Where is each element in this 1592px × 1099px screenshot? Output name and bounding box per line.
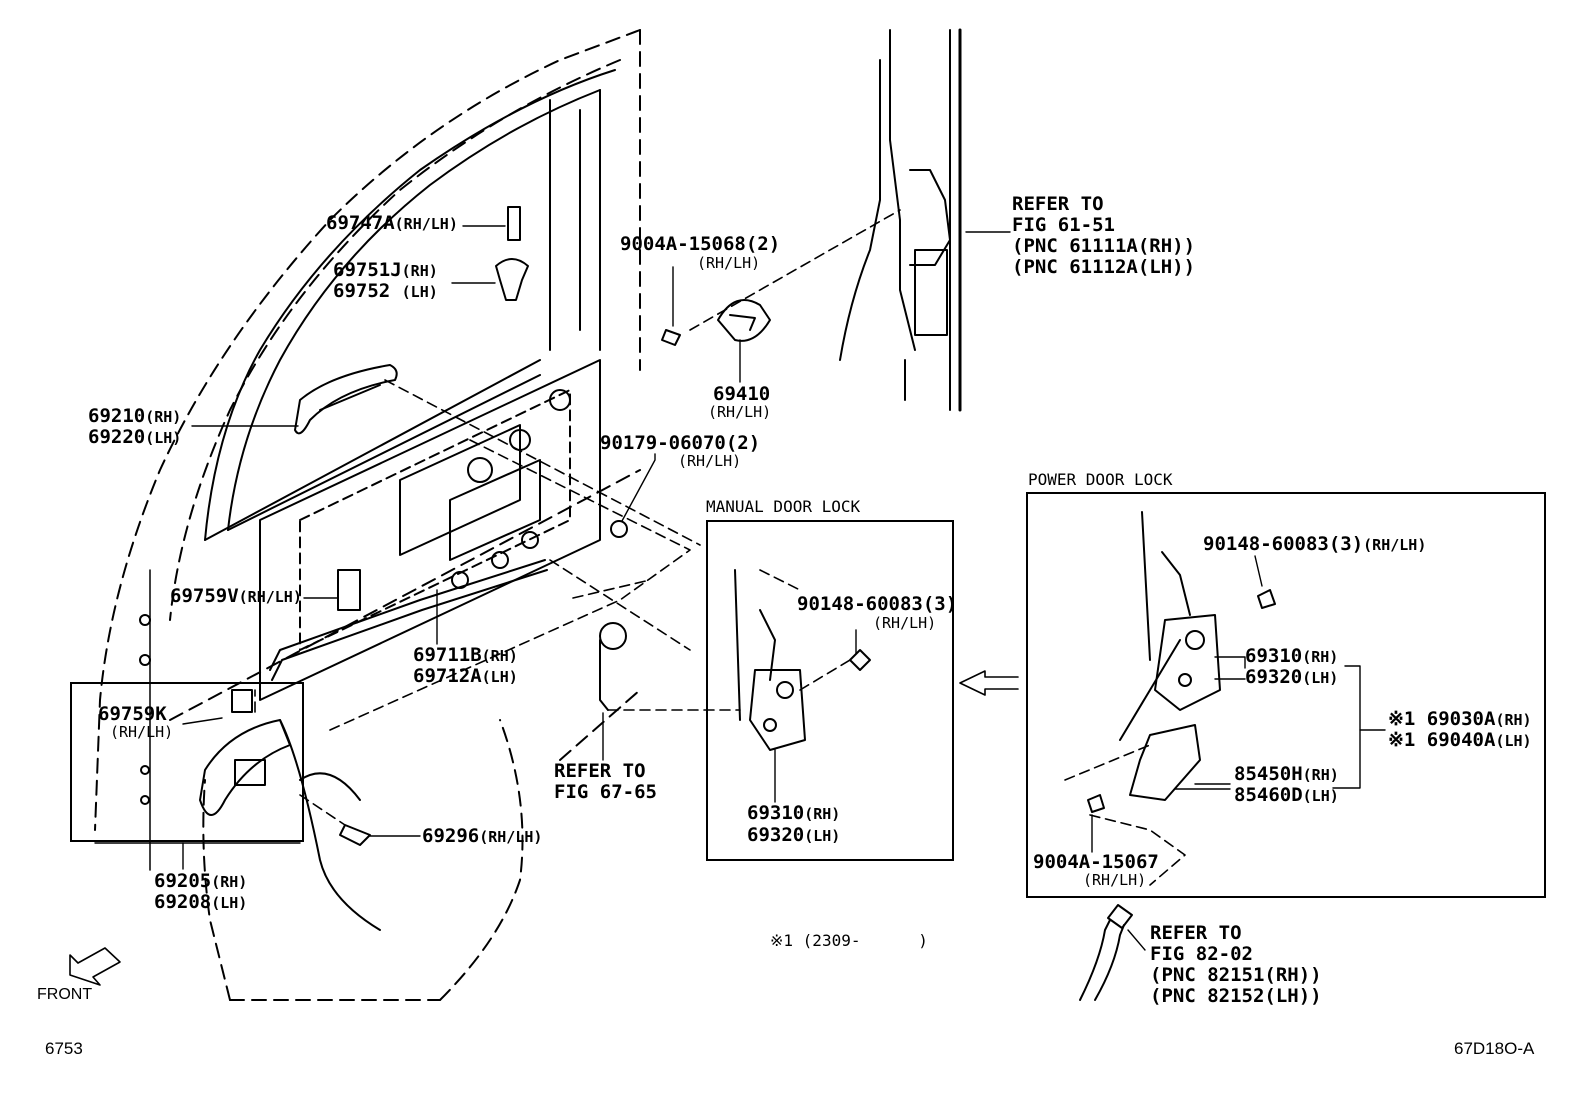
- part-69210[interactable]: 69210(RH): [88, 405, 182, 427]
- part-69208[interactable]: 69208(LH): [154, 891, 248, 913]
- part-69030A[interactable]: ※1 69030A(RH): [1388, 708, 1532, 730]
- part-9004A-15068[interactable]: 9004A-15068(2): [620, 233, 781, 255]
- refer-fig-67-65-line2[interactable]: FIG 67-65: [554, 781, 657, 803]
- assembly-lines: [254, 209, 1186, 886]
- figure-code: 67D18O-A: [1454, 1039, 1535, 1058]
- part-69410[interactable]: 69410: [713, 383, 771, 405]
- part-69310-power[interactable]: 69310(RH): [1245, 645, 1339, 667]
- transfer-arrow: [959, 670, 1019, 696]
- part-69747A[interactable]: 69747A(RH/LH): [326, 212, 458, 234]
- part-9004A-15067-qualifier: (RH/LH): [1083, 871, 1147, 889]
- inner-panel: [139, 359, 601, 931]
- power-door-lock-box: [1026, 492, 1546, 898]
- refer-fig-61-51-line4[interactable]: (PNC 61112A(LH)): [1012, 256, 1196, 278]
- refer-fig-82-02-line3[interactable]: (PNC 82151(RH)): [1150, 964, 1322, 986]
- part-69296[interactable]: 69296(RH/LH): [422, 825, 543, 847]
- part-69751J[interactable]: 69751J(RH): [333, 259, 438, 281]
- front-label: FRONT: [37, 986, 93, 1003]
- part-9004A-15068-qualifier: (RH/LH): [697, 254, 761, 272]
- part-69752[interactable]: 69752 (LH): [333, 280, 438, 302]
- part-69320-manual[interactable]: 69320(LH): [747, 824, 841, 846]
- footnote: ※1 (2309- ): [770, 931, 928, 950]
- part-69759K-qualifier: (RH/LH): [110, 723, 174, 741]
- window-frame: [204, 69, 616, 541]
- part-69320-power[interactable]: 69320(LH): [1245, 666, 1339, 688]
- manual-door-lock-heading: MANUAL DOOR LOCK: [706, 497, 861, 516]
- refer-fig-61-51-line3[interactable]: (PNC 61111A(RH)): [1012, 235, 1196, 257]
- part-69711B[interactable]: 69711B(RH): [413, 644, 518, 666]
- part-69310-manual[interactable]: 69310(RH): [747, 802, 841, 824]
- page-code: 6753: [45, 1039, 83, 1058]
- part-69220[interactable]: 69220(LH): [88, 426, 182, 448]
- part-90179-06070[interactable]: 90179-06070(2): [600, 432, 761, 454]
- part-69040A[interactable]: ※1 69040A(LH): [1388, 729, 1532, 751]
- part-85450H[interactable]: 85450H(RH): [1234, 763, 1339, 785]
- part-69410-qualifier: (RH/LH): [708, 403, 772, 421]
- refer-fig-82-02-line1[interactable]: REFER TO: [1150, 922, 1242, 944]
- refer-fig-82-02-line2[interactable]: FIG 82-02: [1150, 943, 1253, 965]
- refer-fig-67-65-line1[interactable]: REFER TO: [554, 760, 646, 782]
- part-90148-60083-power[interactable]: 90148-60083(3)(RH/LH): [1203, 533, 1427, 555]
- part-glyphs: [199, 28, 1276, 1001]
- part-69759V[interactable]: 69759V(RH/LH): [170, 585, 302, 607]
- leader-lines: [94, 225, 1386, 951]
- left-handle-inset-box: [70, 682, 304, 842]
- part-69205[interactable]: 69205(RH): [154, 870, 248, 892]
- part-69759K[interactable]: 69759K: [98, 703, 167, 725]
- part-85460D[interactable]: 85460D(LH): [1234, 784, 1339, 806]
- door-outline: [94, 29, 641, 1001]
- refer-fig-82-02-line4[interactable]: (PNC 82152(LH)): [1150, 985, 1322, 1007]
- part-90148-60083-manual[interactable]: 90148-60083(3): [797, 593, 958, 615]
- part-69712A[interactable]: 69712A(LH): [413, 665, 518, 687]
- front-arrow-icon: [69, 947, 121, 986]
- refer-fig-61-51-line2[interactable]: FIG 61-51: [1012, 214, 1115, 236]
- part-90179-06070-qualifier: (RH/LH): [678, 452, 742, 470]
- refer-fig-61-51-line1[interactable]: REFER TO: [1012, 193, 1104, 215]
- manual-door-lock-box: [706, 520, 954, 861]
- part-9004A-15067[interactable]: 9004A-15067: [1033, 851, 1159, 873]
- part-90148-60083-manual-qualifier: (RH/LH): [873, 614, 937, 632]
- power-door-lock-heading: POWER DOOR LOCK: [1028, 470, 1173, 489]
